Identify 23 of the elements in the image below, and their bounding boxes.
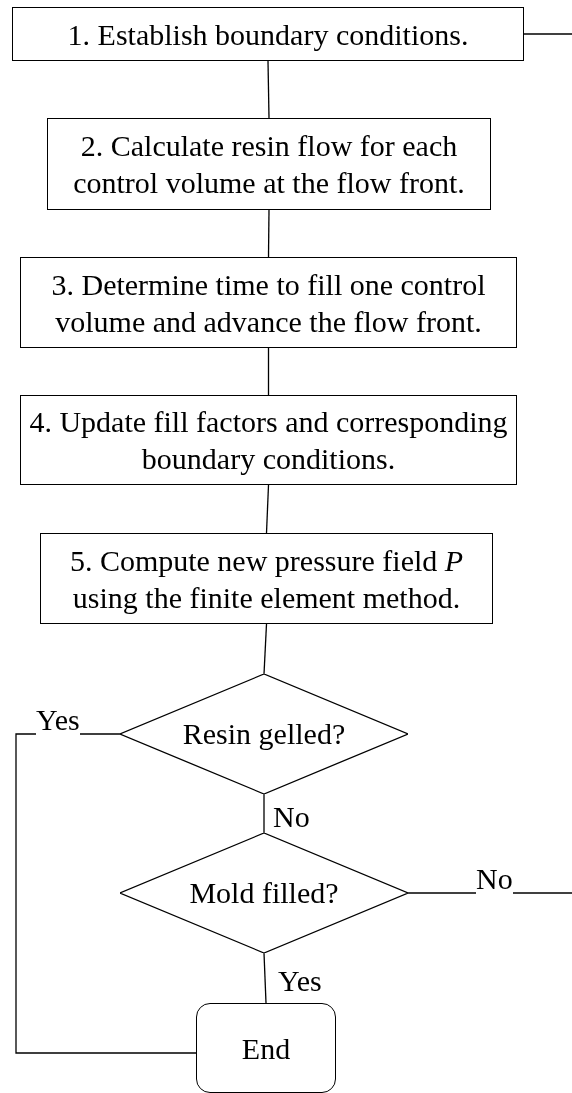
connector-line bbox=[523, 33, 572, 35]
process-box bbox=[40, 533, 493, 624]
connector-line bbox=[263, 793, 265, 834]
step-text: 2. Calculate resin flow for each control volume at the flow front. bbox=[72, 128, 466, 201]
process-box bbox=[12, 7, 524, 61]
terminal-box bbox=[196, 1003, 336, 1093]
connector-line bbox=[15, 733, 197, 1054]
connector-line bbox=[267, 347, 270, 396]
step-text: 4. Update fill factors and corresponding boundary conditions. bbox=[29, 404, 508, 477]
step-text: 1. Establish boundary conditions. bbox=[67, 16, 469, 53]
decision-text: Resin gelled? bbox=[182, 716, 346, 753]
connector-line bbox=[263, 952, 267, 1004]
process-box bbox=[20, 395, 517, 485]
step-text: 3. Determine time to fill one control volume and advance the flow front. bbox=[50, 266, 487, 340]
connector-line bbox=[267, 209, 270, 258]
process-box bbox=[47, 118, 491, 210]
decision-text: Mold filled? bbox=[189, 875, 339, 912]
connector-line bbox=[267, 60, 270, 119]
connector-line bbox=[265, 484, 270, 534]
step-text: 5. Compute new pressure field P using the finite element method. bbox=[68, 542, 465, 616]
process-box bbox=[20, 257, 517, 348]
connector-line bbox=[263, 623, 268, 675]
step-text: End bbox=[241, 1030, 291, 1067]
